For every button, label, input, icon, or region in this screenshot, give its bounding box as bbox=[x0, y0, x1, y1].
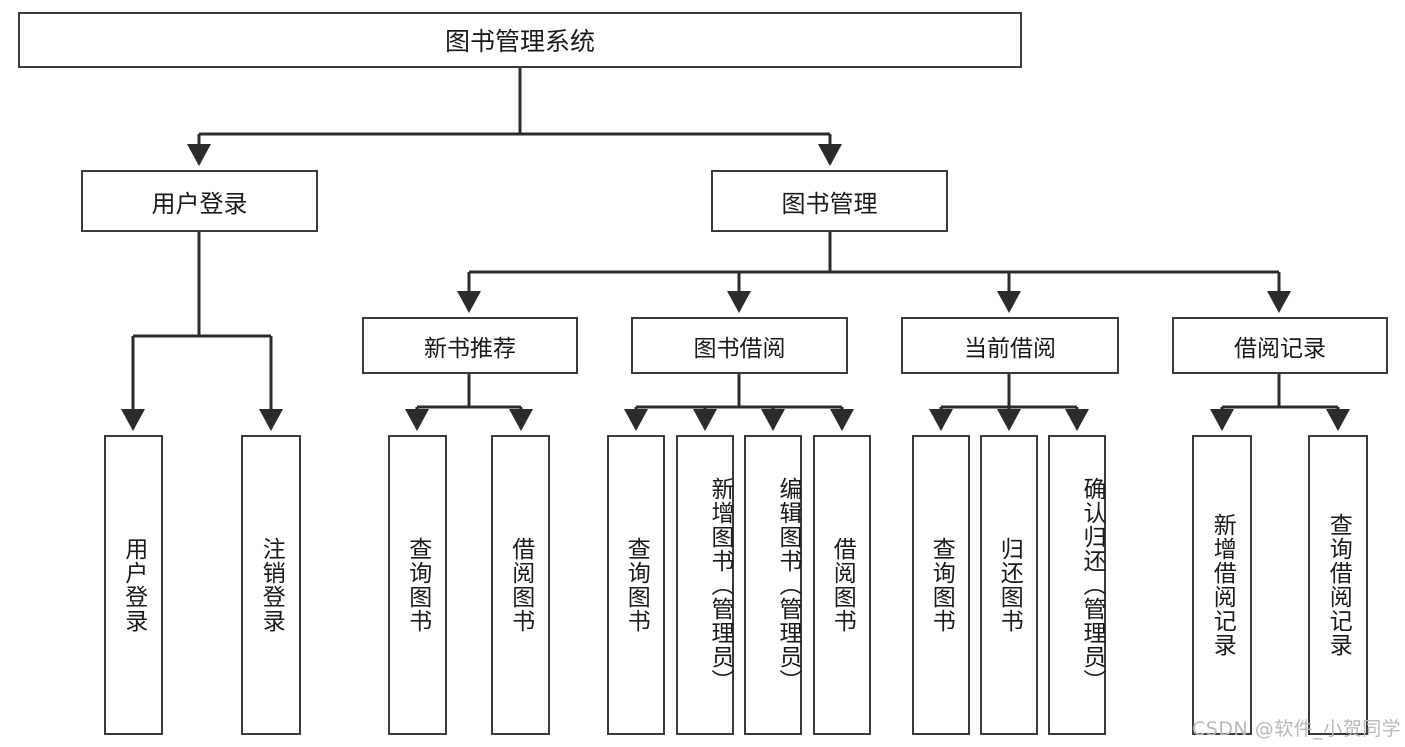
csdn-watermark: CSDN @软件_小贺同学 bbox=[1192, 718, 1402, 740]
node-book-management[interactable]: 图书管理 bbox=[711, 170, 948, 232]
leaf-borrow-record-add-record[interactable]: 新增借阅记录 bbox=[1192, 435, 1252, 735]
leaf-current-borrow-query-books[interactable]: 查询图书 bbox=[912, 435, 970, 735]
node-current-borrow[interactable]: 当前借阅 bbox=[901, 317, 1119, 374]
leaf-book-borrow-edit-book-admin[interactable]: 编辑图书（管理员） bbox=[744, 435, 802, 735]
leaf-book-borrow-borrow-books[interactable]: 借阅图书 bbox=[813, 435, 871, 735]
leaf-new-book-query-books[interactable]: 查询图书 bbox=[388, 435, 447, 735]
leaf-new-book-borrow-books[interactable]: 借阅图书 bbox=[491, 435, 550, 735]
leaf-current-borrow-return-books[interactable]: 归还图书 bbox=[980, 435, 1038, 735]
node-book-borrow[interactable]: 图书借阅 bbox=[631, 317, 848, 374]
node-borrow-record[interactable]: 借阅记录 bbox=[1172, 317, 1388, 374]
node-new-book-recommend[interactable]: 新书推荐 bbox=[362, 317, 578, 374]
leaf-current-borrow-confirm-return-admin[interactable]: 确认归还（管理员） bbox=[1048, 435, 1106, 735]
node-user-login[interactable]: 用户登录 bbox=[81, 170, 318, 232]
leaf-book-borrow-query-books[interactable]: 查询图书 bbox=[607, 435, 665, 735]
leaf-book-borrow-add-book-admin[interactable]: 新增图书（管理员） bbox=[676, 435, 734, 735]
leaf-borrow-record-query-record[interactable]: 查询借阅记录 bbox=[1308, 435, 1368, 735]
node-root-system[interactable]: 图书管理系统 bbox=[18, 12, 1022, 68]
leaf-user-login-signout[interactable]: 注销登录 bbox=[241, 435, 301, 735]
leaf-user-login-signin[interactable]: 用户登录 bbox=[104, 435, 163, 735]
